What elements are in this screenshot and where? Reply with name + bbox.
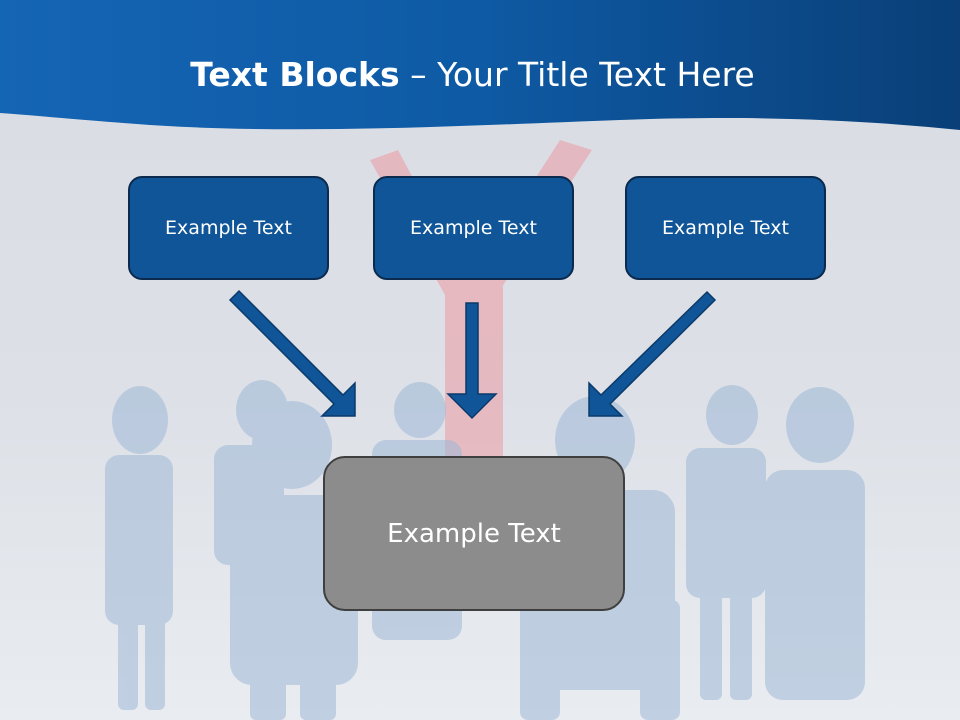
header-banner (0, 0, 960, 130)
text-block-middle-label: Example Text (410, 217, 537, 239)
text-block-center[interactable]: Example Text (323, 456, 625, 611)
page-title: Text Blocks – Your Title Text Here (0, 52, 945, 98)
title-bold-part: Text Blocks (190, 55, 400, 94)
text-block-center-label: Example Text (387, 518, 561, 549)
text-block-right-label: Example Text (662, 217, 789, 239)
text-block-middle[interactable]: Example Text (373, 176, 574, 280)
text-block-left-label: Example Text (165, 217, 292, 239)
text-block-right[interactable]: Example Text (625, 176, 826, 280)
title-rest-part: – Your Title Text Here (399, 55, 755, 94)
text-block-left[interactable]: Example Text (128, 176, 329, 280)
